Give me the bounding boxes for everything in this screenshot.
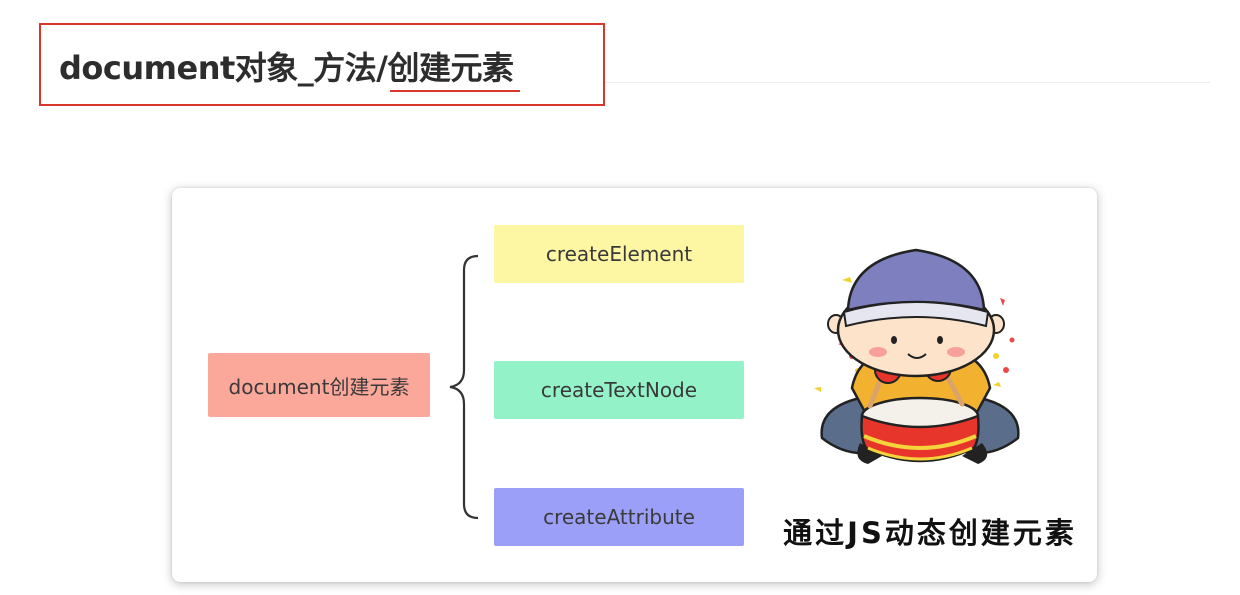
brace-connector: [449, 254, 479, 520]
root-node: document创建元素: [208, 353, 430, 417]
diagram-card: document创建元素 createElement createTextNod…: [172, 188, 1097, 582]
title-box: document对象_方法/创建元素: [39, 23, 605, 106]
child-node-create-attribute: createAttribute: [494, 488, 744, 546]
title-underline: [390, 90, 520, 92]
page-title: document对象_方法/创建元素: [59, 49, 514, 87]
header-divider: [605, 82, 1210, 83]
child-node-create-text-node: createTextNode: [494, 361, 744, 419]
drummer-boy-illustration: [814, 248, 1020, 464]
child-node-create-element: createElement: [494, 225, 744, 283]
illustration-caption: 通过JS动态创建元素: [783, 516, 1077, 550]
